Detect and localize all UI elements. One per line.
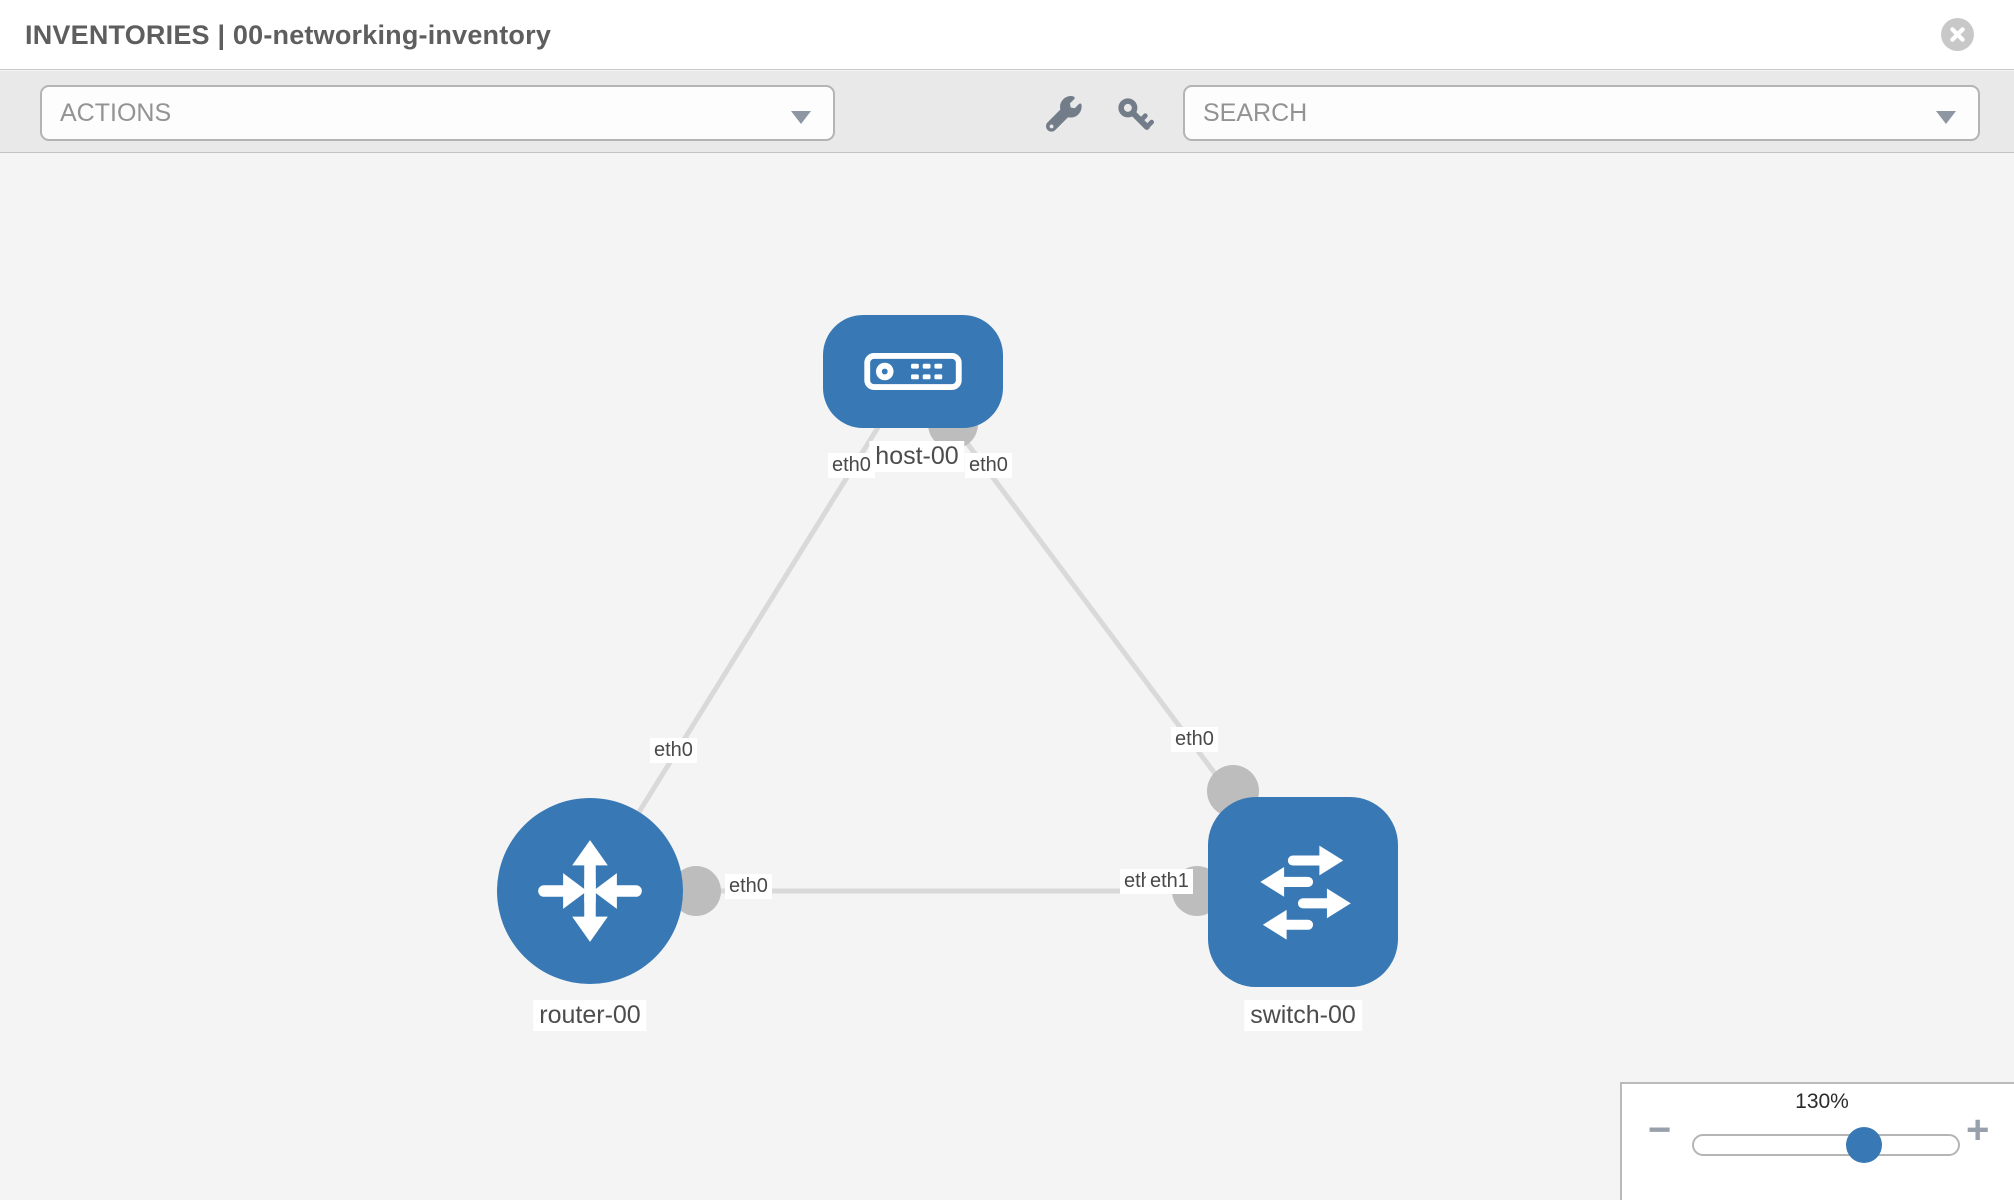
node-host-00[interactable] [823, 315, 1003, 428]
key-icon[interactable] [1116, 96, 1154, 132]
iface-label-router-eth0: eth0 [725, 874, 772, 899]
zoom-in-button[interactable]: + [1966, 1108, 1990, 1152]
iface-label-host-eth0-right: eth0 [965, 453, 1012, 478]
node-label-switch: switch-00 [1244, 1000, 1362, 1031]
router-icon [526, 827, 654, 955]
iface-label-host-eth0-left: eth0 [828, 453, 875, 478]
zoom-level: 130% [1795, 1090, 1849, 1113]
page-header: INVENTORIES | 00-networking-inventory [0, 0, 2014, 70]
iface-label-router-eth0-up: eth0 [650, 738, 697, 763]
search-dropdown[interactable]: SEARCH [1183, 85, 1980, 141]
actions-dropdown[interactable]: ACTIONS [40, 85, 835, 141]
toolbar: ACTIONS SEARCH [0, 71, 2014, 153]
topology-canvas[interactable] [0, 154, 2014, 1200]
host-icon [864, 353, 962, 390]
close-button[interactable] [1941, 18, 1974, 51]
switch-icon [1240, 829, 1366, 955]
wrench-icon[interactable] [1046, 96, 1082, 132]
zoom-out-button[interactable]: − [1648, 1108, 1672, 1152]
chevron-down-icon [791, 111, 811, 124]
node-label-router: router-00 [533, 1000, 647, 1031]
close-icon [1949, 26, 1966, 43]
node-label-host: host-00 [869, 441, 965, 472]
search-dropdown-label: SEARCH [1203, 98, 1308, 127]
page-title: INVENTORIES | 00-networking-inventory [25, 20, 552, 50]
node-switch-00[interactable] [1208, 797, 1398, 987]
iface-label-switch-eth0: eth0 [1171, 727, 1218, 752]
zoom-slider-track[interactable] [1692, 1134, 1960, 1156]
actions-dropdown-label: ACTIONS [60, 98, 172, 127]
zoom-slider-thumb[interactable] [1846, 1127, 1882, 1163]
node-router-00[interactable] [497, 798, 683, 984]
iface-label-switch-eth1: eth1 [1146, 869, 1193, 894]
zoom-panel: 130% − + [1620, 1082, 2014, 1200]
chevron-down-icon [1936, 111, 1956, 124]
